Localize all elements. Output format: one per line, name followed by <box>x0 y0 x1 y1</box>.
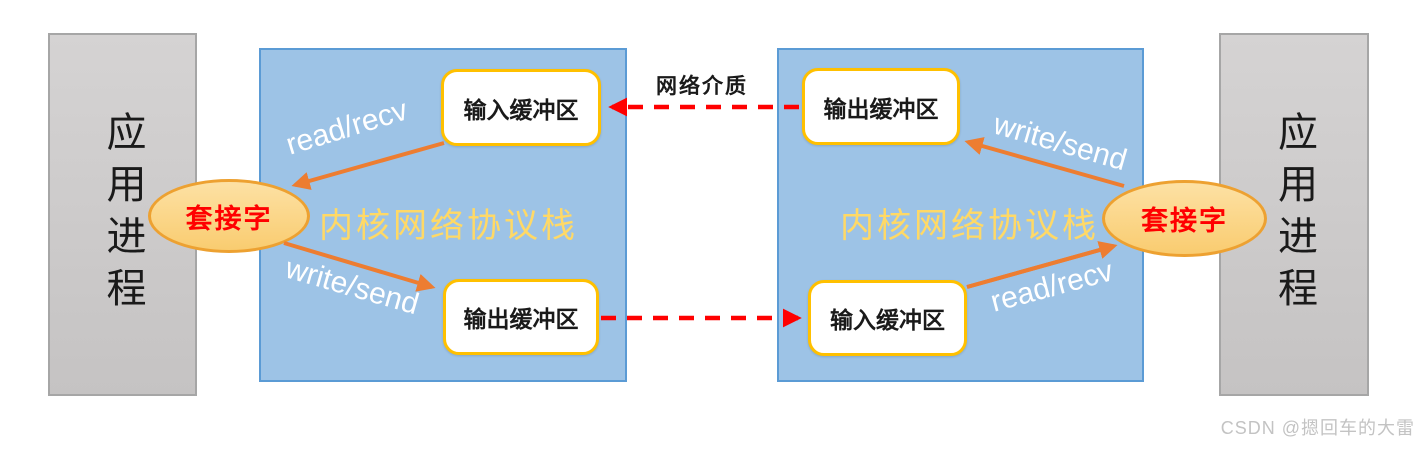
app-process-left-label: 应用进程 <box>100 110 145 319</box>
socket-left-ellipse: 套接字 <box>148 179 310 253</box>
input-buffer-left-box: 输入缓冲区 <box>441 69 601 146</box>
socket-left-label: 套接字 <box>185 203 273 234</box>
app-process-right-rect: 应用进程 <box>1219 33 1369 396</box>
app-process-right-label: 应用进程 <box>1272 110 1316 319</box>
output-buffer-left-label: 输出缓冲区 <box>463 306 579 332</box>
network-medium-label: 网络介质 <box>656 75 748 98</box>
input-buffer-left-label: 输入缓冲区 <box>463 96 579 123</box>
kernel-stack-right-label: 内核网络协议栈 <box>840 207 1099 245</box>
output-buffer-right-box: 输出缓冲区 <box>802 68 960 145</box>
input-buffer-right-box: 输入缓冲区 <box>808 280 967 356</box>
output-buffer-left-box: 输出缓冲区 <box>443 279 599 355</box>
kernel-stack-left-label: 内核网络协议栈 <box>319 207 578 245</box>
watermark: CSDN @摁回车的大雷 <box>1220 418 1415 438</box>
socket-right-label: 套接字 <box>1141 206 1228 236</box>
output-buffer-right-label: 输出缓冲区 <box>823 95 939 122</box>
input-buffer-right-label: 输入缓冲区 <box>830 307 945 333</box>
socket-right-ellipse: 套接字 <box>1102 180 1267 257</box>
